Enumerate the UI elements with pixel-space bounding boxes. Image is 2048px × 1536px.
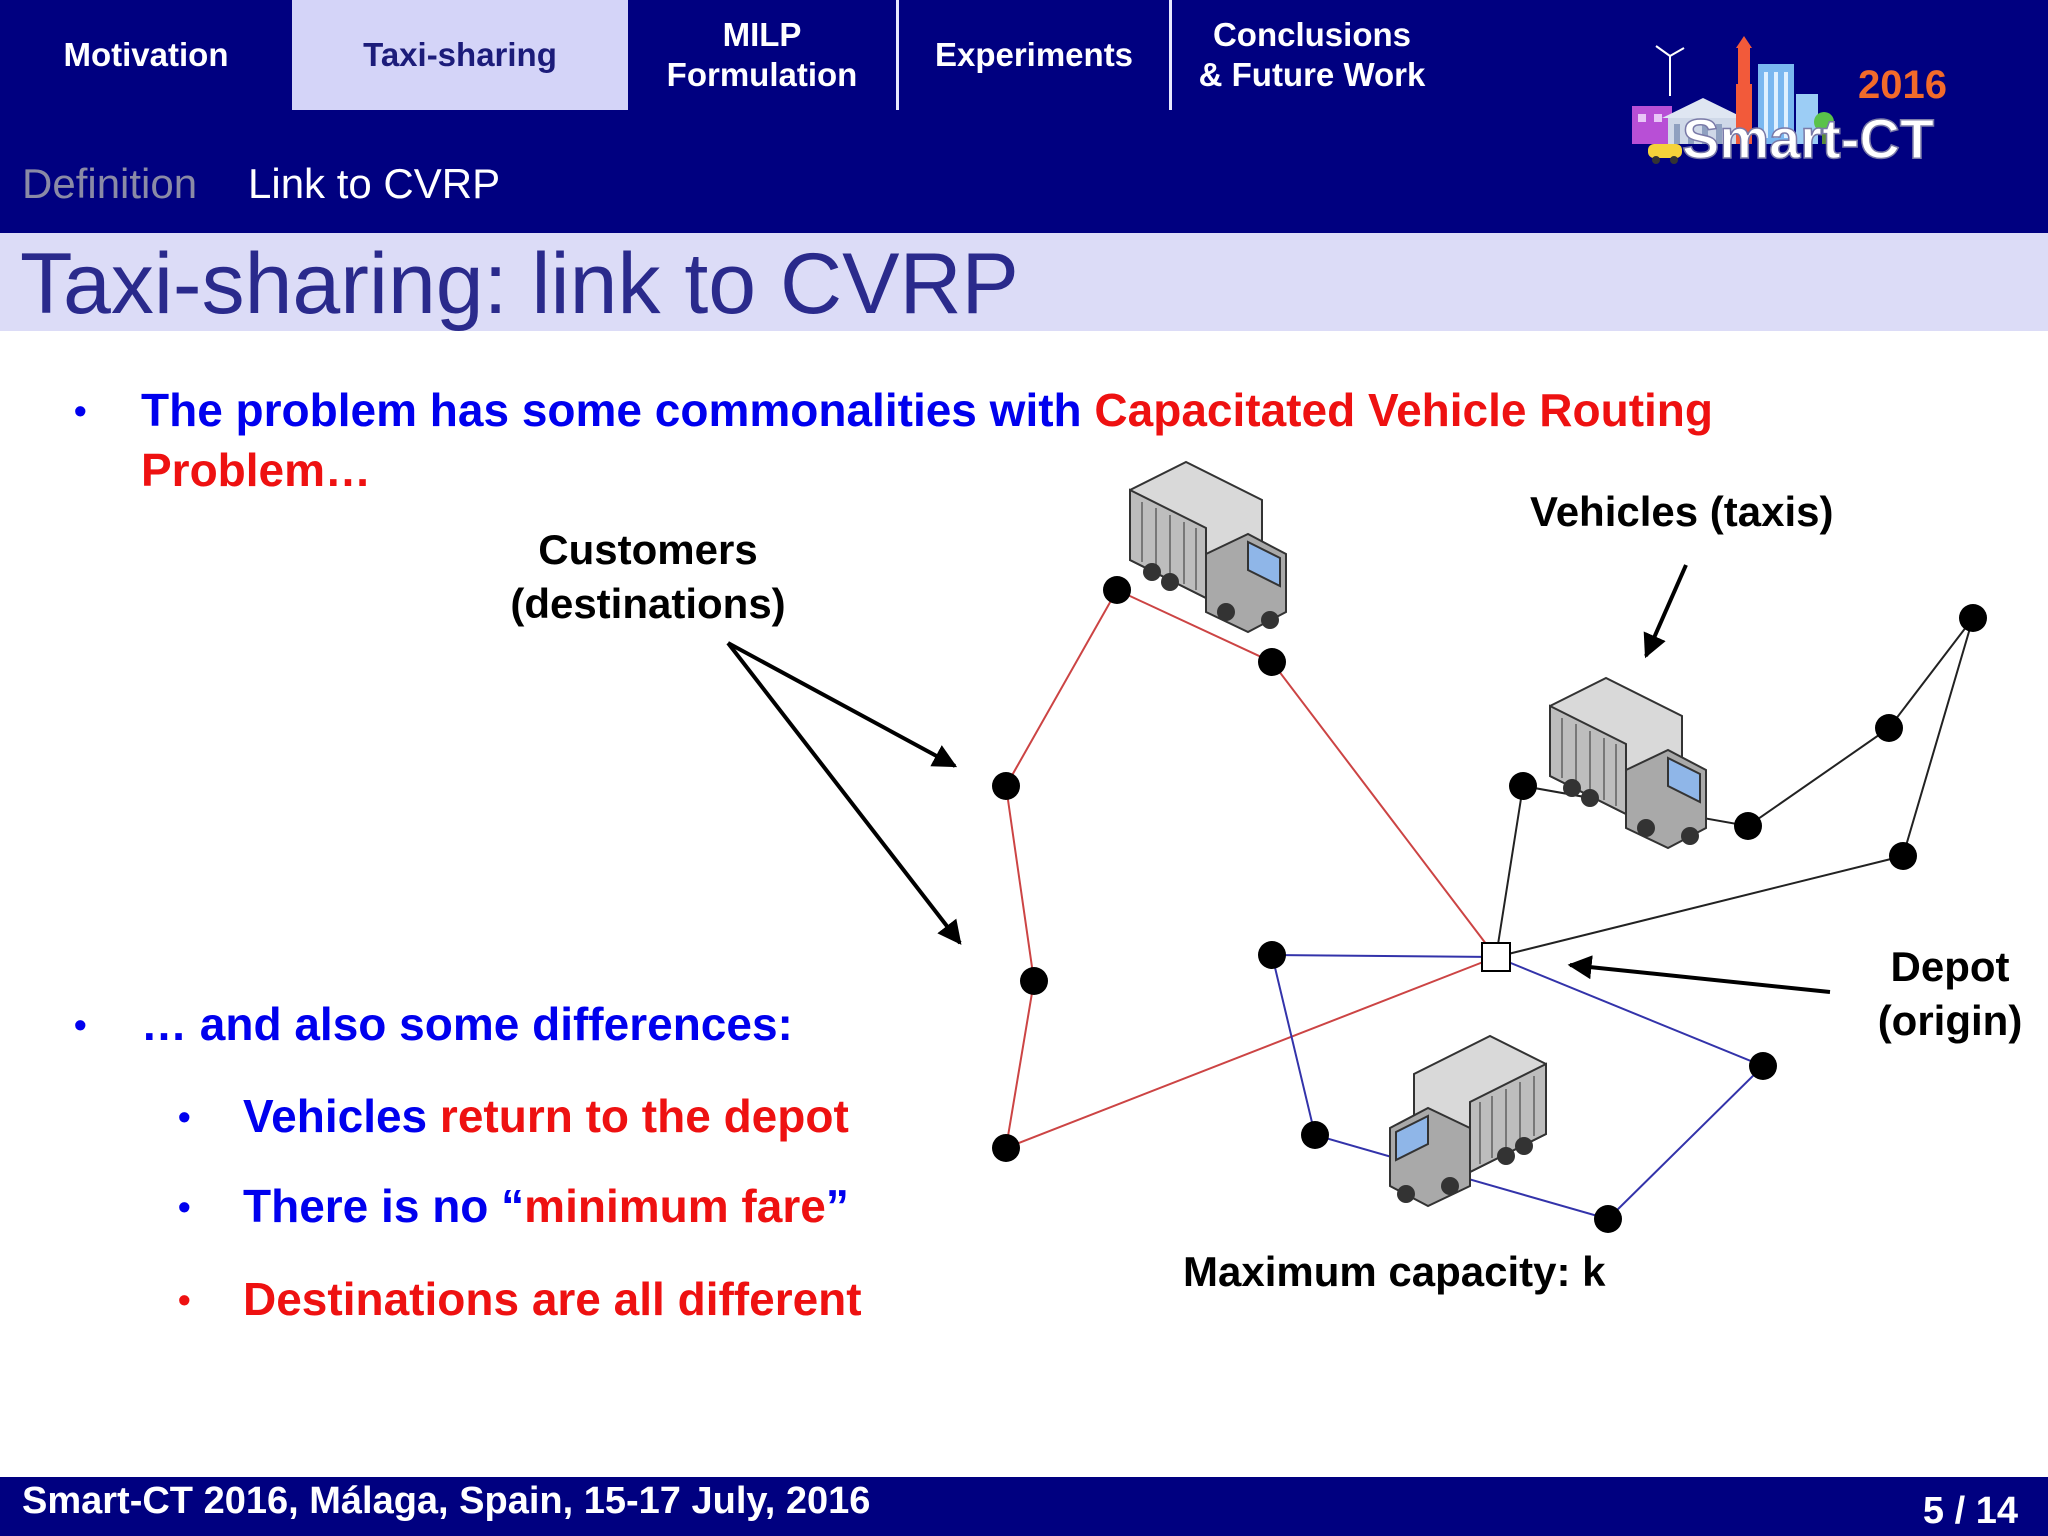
customer-node xyxy=(1749,1052,1777,1080)
sub2-close-quote: ” xyxy=(825,1180,849,1232)
customer-node xyxy=(1103,576,1131,604)
tab-conclusions-line2: & Future Work xyxy=(1198,56,1426,93)
capacity-label: Maximum capacity: k xyxy=(1183,1248,1606,1295)
tab-experiments-label: Experiments xyxy=(934,36,1134,73)
tab-motivation-label: Motivation xyxy=(63,36,229,73)
logo-name: Smart-CT xyxy=(1682,107,1934,170)
tab-motivation[interactable]: Motivation xyxy=(0,0,292,110)
tab-conclusions-line1: Conclusions xyxy=(1212,16,1411,53)
bullet-marker: • xyxy=(74,390,87,431)
route-red xyxy=(1004,588,1497,1150)
subsection-definition[interactable]: Definition xyxy=(22,160,198,207)
customer-node xyxy=(1258,941,1286,969)
bullet1-highlight: Capacitated Vehicle Routing xyxy=(1094,384,1713,436)
customer-nodes xyxy=(992,576,1987,1233)
subsection-link-to-cvrp[interactable]: Link to CVRP xyxy=(248,160,501,207)
slide-title: Taxi-sharing: link to CVRP xyxy=(20,236,1019,332)
tab-milp-line2: Formulation xyxy=(666,56,858,93)
tab-separator xyxy=(1169,0,1172,110)
tab-taxi-sharing[interactable]: Taxi-sharing xyxy=(292,0,628,110)
bullet-commonalities: The problem has some commonalities with … xyxy=(141,383,1713,437)
vehicles-arrow xyxy=(1643,564,1688,659)
smart-ct-logo: 2016 Smart-CT xyxy=(1632,36,1947,171)
sub-bullet-marker: • xyxy=(178,1186,191,1227)
customer-node xyxy=(1734,812,1762,840)
tab-milp-line1: MILP xyxy=(722,16,802,53)
customers-label-line1: Customers xyxy=(538,526,758,573)
tab-separator xyxy=(896,0,899,110)
tab-conclusions[interactable]: Conclusions & Future Work xyxy=(1172,0,1452,110)
customer-node xyxy=(1959,604,1987,632)
footer-bar xyxy=(0,1477,2048,1536)
tab-milp-formulation[interactable]: MILP Formulation xyxy=(628,0,896,110)
title-bar xyxy=(0,233,2048,331)
tab-experiments[interactable]: Experiments xyxy=(899,0,1169,110)
sub2-highlight: minimum fare xyxy=(524,1180,826,1232)
bullet-marker: • xyxy=(74,1004,87,1045)
bullet1-text: The problem has some commonalities with xyxy=(141,384,1095,436)
truck-icon xyxy=(1129,460,1287,634)
sub-bullet-destinations: Destinations are all different xyxy=(243,1273,862,1325)
customer-node xyxy=(1509,772,1537,800)
sub2-text: There is no “ xyxy=(243,1180,525,1232)
sub1-highlight: return to the depot xyxy=(439,1090,849,1142)
customer-node xyxy=(1889,842,1917,870)
city-skyline-icon xyxy=(1632,36,1834,164)
depot-label-line2: (origin) xyxy=(1877,997,2023,1044)
tab-taxi-sharing-label: Taxi-sharing xyxy=(363,36,557,73)
page-number: 5 / 14 xyxy=(1922,1490,2018,1532)
customers-arrow xyxy=(727,641,958,768)
truck-icon xyxy=(1549,676,1707,850)
logo-year: 2016 xyxy=(1858,63,1947,107)
bullet-differences: … and also some differences: xyxy=(141,998,793,1050)
vehicles-label: Vehicles (taxis) xyxy=(1530,488,1834,535)
sub1-text: Vehicles xyxy=(243,1090,440,1142)
depot-arrow xyxy=(1567,955,1831,994)
sub-bullet-return-depot: Vehicles return to the depot xyxy=(243,1089,849,1143)
bullet1-continuation: Problem… xyxy=(141,444,372,496)
truck-icon xyxy=(1389,1034,1547,1208)
customer-node xyxy=(992,1134,1020,1162)
customer-node xyxy=(1875,714,1903,742)
customer-node xyxy=(1020,967,1048,995)
depot-label-line1: Depot xyxy=(1890,943,2010,990)
depot-node xyxy=(1481,942,1511,972)
customer-node xyxy=(1594,1205,1622,1233)
depot-label: Depot (origin) xyxy=(1862,940,2038,1048)
customers-label: Customers (destinations) xyxy=(488,523,808,631)
customers-arrow xyxy=(726,641,962,945)
customer-node xyxy=(1258,648,1286,676)
footer-event: Smart-CT 2016, Málaga, Spain, 15-17 July… xyxy=(22,1480,871,1522)
sub-bullet-marker: • xyxy=(178,1279,191,1320)
customer-node xyxy=(1301,1121,1329,1149)
customers-label-line2: (destinations) xyxy=(510,580,786,627)
customer-node xyxy=(992,772,1020,800)
sub-bullet-marker: • xyxy=(178,1096,191,1137)
sub-bullet-minimum-fare: There is no “minimum fare” xyxy=(243,1179,849,1233)
